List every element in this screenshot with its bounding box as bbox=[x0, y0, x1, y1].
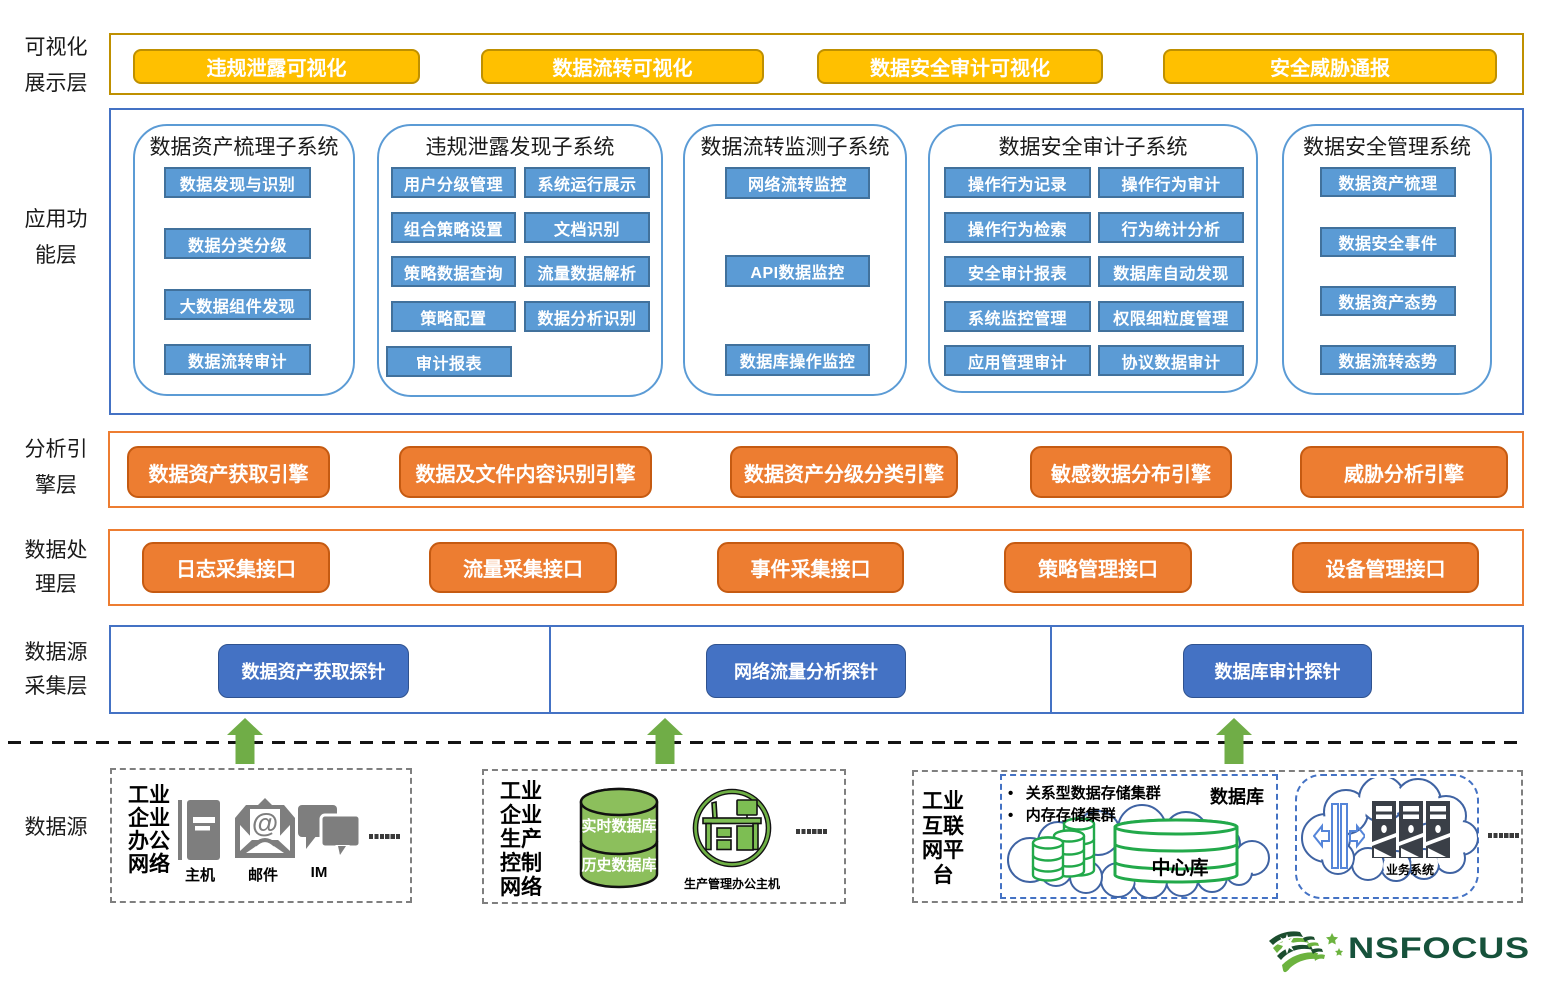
svg-text:@: @ bbox=[252, 808, 278, 838]
